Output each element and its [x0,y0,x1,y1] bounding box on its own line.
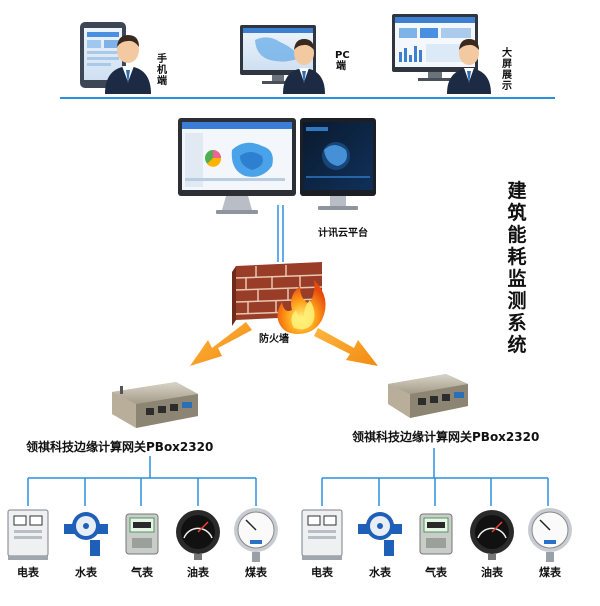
oil-meter-icon-right [470,510,514,560]
big-screen-display-icon [392,14,478,81]
meter-label-gas-right: 气表 [425,566,447,579]
gateway-device-right-icon [388,374,468,418]
meter-label-water-left: 水表 [75,566,97,579]
gas-meter-icon-left [125,513,159,555]
meter-label-water-right: 水表 [369,566,391,579]
firewall-icon [232,262,326,334]
meter-label-oil-left: 油表 [187,566,209,579]
meter-label-oil-right: 油表 [481,566,503,579]
meter-label-coal-left: 煤表 [245,566,267,579]
pc-label: PC端 [335,50,350,72]
person-avatar-mobile [105,35,151,94]
oil-meter-icon-left [176,510,220,560]
coal-meter-icon-right [528,508,572,562]
water-meter-icon-right [358,512,402,556]
coal-meter-icon-left [234,508,278,562]
meter-bus-left [27,456,257,506]
arrow-right-icon [314,328,378,366]
arrow-left-icon [190,322,252,366]
cloud-monitor-large-icon [178,118,296,214]
meter-bus-right [321,448,549,506]
meter-label-electric-right: 电表 [311,566,333,579]
person-avatar-bigscreen [447,39,491,94]
system-title: 建筑能耗监测系统 [507,180,527,356]
bigscreen-label: 大屏展示 [502,48,512,92]
gateway-device-left-icon [112,382,198,428]
cloud-platform-label: 计讯云平台 [318,228,368,239]
gateway-left-label: 领祺科技边缘计算网关PBox2320 [26,440,214,454]
gas-meter-icon-right [419,513,453,555]
water-meter-icon-left [64,512,108,556]
electric-meter-icon-left [7,509,49,560]
electric-meter-icon-right [301,509,343,560]
cloud-monitor-dark-icon [300,118,376,210]
firewall-label: 防火墙 [259,334,289,345]
meter-label-coal-right: 煤表 [539,566,561,579]
person-avatar-pc [283,39,325,94]
gateway-right-label: 领祺科技边缘计算网关PBox2320 [352,430,540,444]
meter-label-electric-left: 电表 [17,566,39,579]
meter-label-gas-left: 气表 [131,566,153,579]
mobile-label: 手机端 [157,54,167,87]
